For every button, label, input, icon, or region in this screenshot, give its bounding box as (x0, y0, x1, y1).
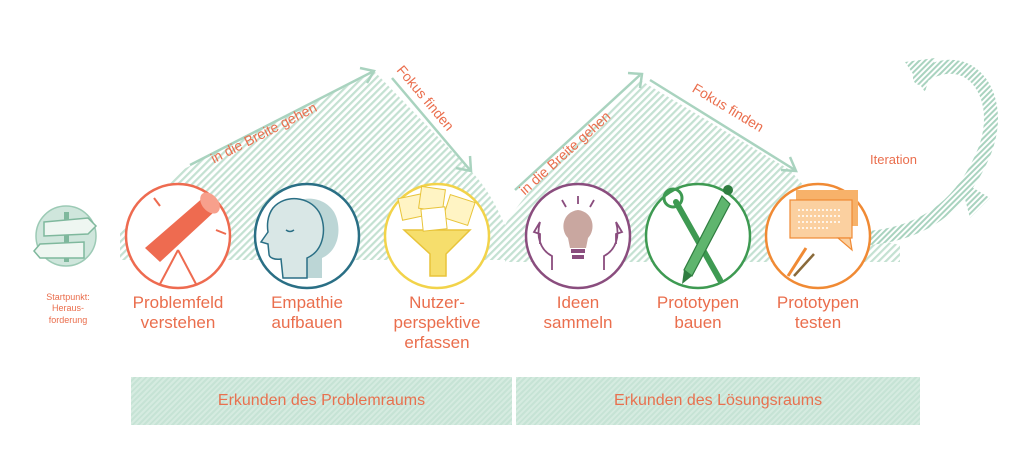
speech-bubbles-icon (764, 182, 872, 290)
phase-band-problem: Erkunden des Problemraums (131, 377, 512, 425)
funnel-notes-icon (383, 182, 491, 290)
start-label-line: forderung (48, 314, 88, 325)
stage-label-line: sammeln (543, 313, 613, 333)
iteration-arrow-icon (863, 58, 998, 245)
widen-arrow-1 (189, 66, 376, 167)
iteration-label: Iteration (870, 152, 917, 167)
stage-label-testen: Prototypen testen (753, 293, 883, 333)
stage-label-line: Nutzer- (409, 293, 465, 312)
start-label-line: Startpunkt: (46, 292, 90, 302)
telescope-icon (124, 182, 232, 290)
wrench-pencil-icon (644, 182, 752, 290)
stage-label-ideen: Ideen sammeln (513, 293, 643, 333)
start-label-line: Heraus- (51, 303, 84, 314)
widen-arrow-2 (514, 71, 644, 191)
stage-label-empathie: Empathie aufbauen (242, 293, 372, 333)
stage-label-problemfeld: Problemfeld verstehen (113, 293, 243, 333)
stage-label-line: Problemfeld (132, 293, 224, 312)
lightbulb-heads-icon (524, 182, 632, 290)
head-profile-icon (253, 182, 361, 290)
focus-arrow-2 (649, 78, 798, 173)
stage-label-line: Empathie (271, 293, 343, 312)
stage-label-line: Prototypen (776, 293, 860, 312)
stage-label-line: aufbauen (271, 313, 343, 333)
stage-label-line: bauen (674, 313, 722, 333)
stage-label-line: Prototypen (656, 293, 740, 312)
stage-label-line: Ideen (556, 293, 600, 312)
phase-label: Erkunden des Problemraums (217, 392, 426, 409)
start-label: Startpunkt: Heraus- forderung (28, 292, 108, 326)
stage-label-line: perspektive (393, 313, 481, 333)
stage-label-nutzer: Nutzer- perspektive erfassen (372, 293, 502, 353)
phase-label: Erkunden des Lösungsraums (613, 392, 823, 409)
stage-label-line: testen (794, 313, 842, 333)
signpost-icon (33, 205, 98, 267)
phase-band-solution: Erkunden des Lösungsraums (516, 377, 920, 425)
focus-arrow-1 (391, 77, 473, 173)
stage-label-bauen: Prototypen bauen (633, 293, 763, 333)
stage-label-line: verstehen (140, 313, 216, 333)
stage-label-line: erfassen (404, 333, 470, 353)
